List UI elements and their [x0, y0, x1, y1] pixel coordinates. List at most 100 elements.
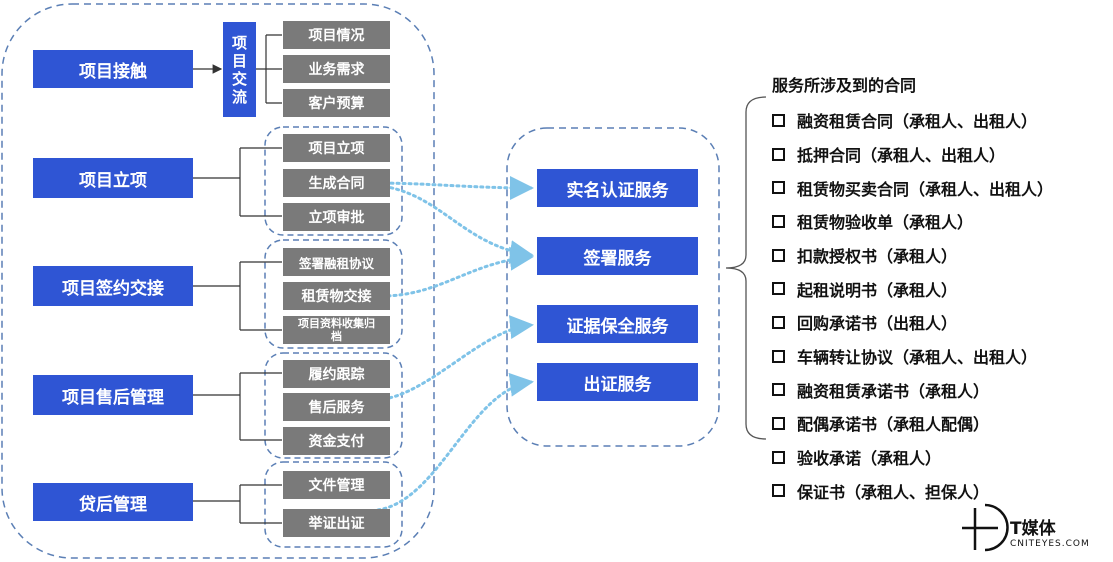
contract-item-label: 租赁物买卖合同（承租人、出租人）	[797, 179, 1054, 199]
checkbox-icon	[772, 450, 785, 464]
contract-item-label: 起租说明书（承租人）	[797, 280, 958, 300]
service-label: 证据保全服务	[566, 316, 669, 337]
sub-item: 客户预算	[283, 89, 390, 117]
contract-item-label: 回购承诺书（出租人）	[797, 314, 958, 333]
checkbox-icon	[772, 416, 785, 430]
sub-item: 举证出证	[283, 509, 390, 537]
checkbox-icon	[772, 181, 785, 194]
exchange-char: 流	[231, 87, 247, 106]
sub-item-label: 业务需求	[308, 62, 365, 78]
handover-to-sign-connector	[380, 246, 534, 298]
checkbox-icon	[772, 282, 785, 295]
aftersales-group-outline	[264, 352, 403, 459]
sub-item-label: 签署融租协议	[298, 255, 374, 271]
stage-aftersales-label: 项目售后管理	[62, 387, 164, 408]
postloan-group-outline	[264, 461, 403, 548]
services-outline	[506, 127, 720, 447]
stage-approval: 项目立项	[33, 158, 193, 198]
stage-contact: 项目接触	[33, 50, 193, 88]
service-real-name-auth: 实名认证服务	[537, 169, 698, 207]
contract-item-label: 租赁物验收单（承租人）	[797, 213, 974, 232]
contract-item-label: 配偶承诺书（承租人配偶）	[797, 415, 990, 434]
contract-item: 验收承诺（承租人）	[772, 440, 1107, 474]
contracts-list: 融资租赁合同（承租人、出租人） 抵押合同（承租人、出租人） 租赁物买卖合同（承租…	[772, 103, 1107, 507]
sub-item: 租赁物交接	[283, 282, 390, 310]
checkbox-icon	[772, 248, 785, 262]
sub-item-label: 履约跟踪	[308, 367, 365, 383]
postloan-bracket	[193, 484, 282, 524]
sub-item-label: 租赁物交接	[301, 289, 372, 305]
sub-item-label: 生成合同	[308, 176, 365, 192]
service-label: 出证服务	[583, 374, 652, 395]
sub-item-label: 项目情况	[308, 28, 365, 44]
logo-site: CNITEYES.COM	[1010, 539, 1090, 549]
contract-item: 融资租赁承诺书（承租人）	[772, 373, 1107, 406]
checkbox-icon	[772, 214, 785, 228]
sub-item-label: 客户预算	[308, 96, 365, 112]
checkbox-icon	[772, 315, 785, 329]
sub-item: 生成合同	[283, 169, 390, 197]
exchange-char: 交	[231, 69, 247, 88]
checkbox-icon	[772, 349, 785, 363]
sub-item: 文件管理	[283, 471, 390, 499]
contract-item-label: 车辆转让协议（承租人、出租人）	[797, 348, 1038, 367]
stage-postloan-label: 贷后管理	[79, 494, 147, 515]
contract-item-label: 扣款授权书（承租人）	[797, 247, 958, 266]
sub-item: 立项审批	[283, 203, 390, 231]
contracts-brace	[725, 96, 767, 440]
sub-item: 项目立项	[283, 134, 390, 162]
contract-item: 扣款授权书（承租人）	[772, 238, 1107, 272]
service-evidence-preservation: 证据保全服务	[537, 305, 698, 343]
sub-item: 项目情况	[283, 21, 390, 49]
contract-to-sign-connector	[371, 183, 534, 264]
signing-bracket	[193, 261, 282, 331]
service-certificate: 出证服务	[537, 363, 698, 401]
sub-item-label: 立项审批	[308, 210, 365, 226]
contract-item: 租赁物验收单（承租人）	[772, 204, 1107, 238]
contract-item: 保证书（承租人、担保人）	[772, 474, 1107, 507]
sub-item-label: 项目立项	[308, 141, 365, 157]
checkbox-icon	[772, 147, 785, 161]
contract-item-label: 验收承诺（承租人）	[797, 449, 942, 468]
approval-group-outline	[264, 126, 403, 236]
proof-to-certificate-connector	[376, 372, 534, 512]
contract-item-label: 融资租赁承诺书（承租人）	[797, 381, 990, 401]
logo: T媒体 CNITEYES.COM	[1010, 514, 1090, 549]
contract-item: 回购承诺书（出租人）	[772, 305, 1107, 339]
sub-item-label: 资金支付	[308, 434, 365, 450]
contract-item: 起租说明书（承租人）	[772, 272, 1107, 305]
sub-item-label: 文件管理	[308, 478, 365, 494]
contract-item-label: 保证书（承租人、担保人）	[797, 482, 990, 502]
contract-item: 配偶承诺书（承租人配偶）	[772, 406, 1107, 440]
aftersales-to-evidence-connector	[376, 315, 534, 402]
contract-item-label: 抵押合同（承租人、出租人）	[797, 146, 1006, 165]
sub-item: 售后服务	[283, 393, 390, 421]
sub-item: 签署融租协议	[283, 248, 390, 276]
sub-item-label: 售后服务	[308, 400, 365, 416]
sub-item: 履约跟踪	[283, 360, 390, 388]
sub-item: 业务需求	[283, 55, 390, 83]
stage-contact-label: 项目接触	[79, 61, 147, 82]
stage-signing-label: 项目签约交接	[62, 278, 164, 299]
stage-aftersales: 项目售后管理	[33, 375, 193, 415]
service-label: 实名认证服务	[566, 180, 669, 201]
approval-bracket	[193, 147, 282, 217]
checkbox-icon	[772, 113, 785, 127]
exchange-char: 项	[231, 33, 247, 52]
aftersales-bracket	[193, 372, 282, 441]
project-exchange-box: 项 目 交 流	[223, 22, 256, 117]
stage-postloan: 贷后管理	[33, 483, 193, 521]
logo-mark-icon	[962, 503, 1009, 552]
contract-item: 融资租赁合同（承租人、出租人）	[772, 103, 1107, 137]
stage-signing: 项目签约交接	[33, 266, 193, 306]
checkbox-icon	[772, 484, 785, 497]
contract-item: 租赁物买卖合同（承租人、出租人）	[772, 171, 1107, 204]
sub-item-label: 项目资料收集归档	[298, 317, 375, 343]
sub-item: 资金支付	[283, 427, 390, 455]
checkbox-icon	[772, 383, 785, 396]
contract-item-label: 融资租赁合同（承租人、出租人）	[797, 112, 1038, 131]
contracts-title: 服务所涉及到的合同	[772, 76, 917, 95]
service-label: 签署服务	[583, 248, 652, 269]
stage-approval-label: 项目立项	[79, 170, 147, 191]
